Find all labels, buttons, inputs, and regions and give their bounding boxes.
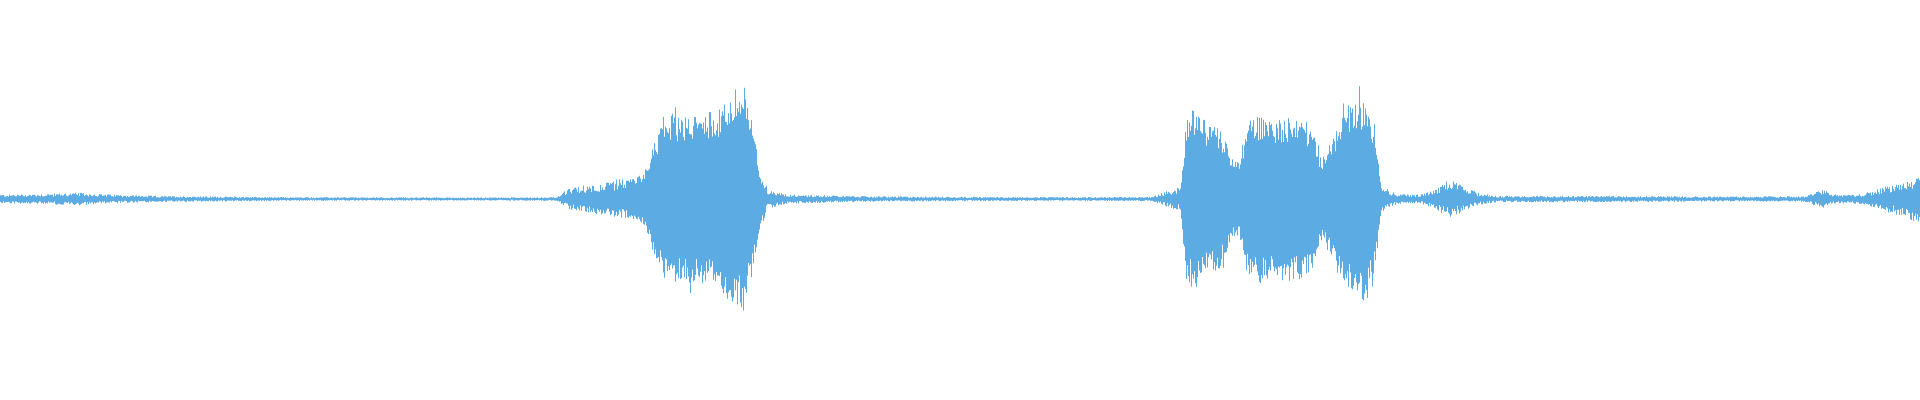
waveform-bars	[0, 86, 1920, 311]
